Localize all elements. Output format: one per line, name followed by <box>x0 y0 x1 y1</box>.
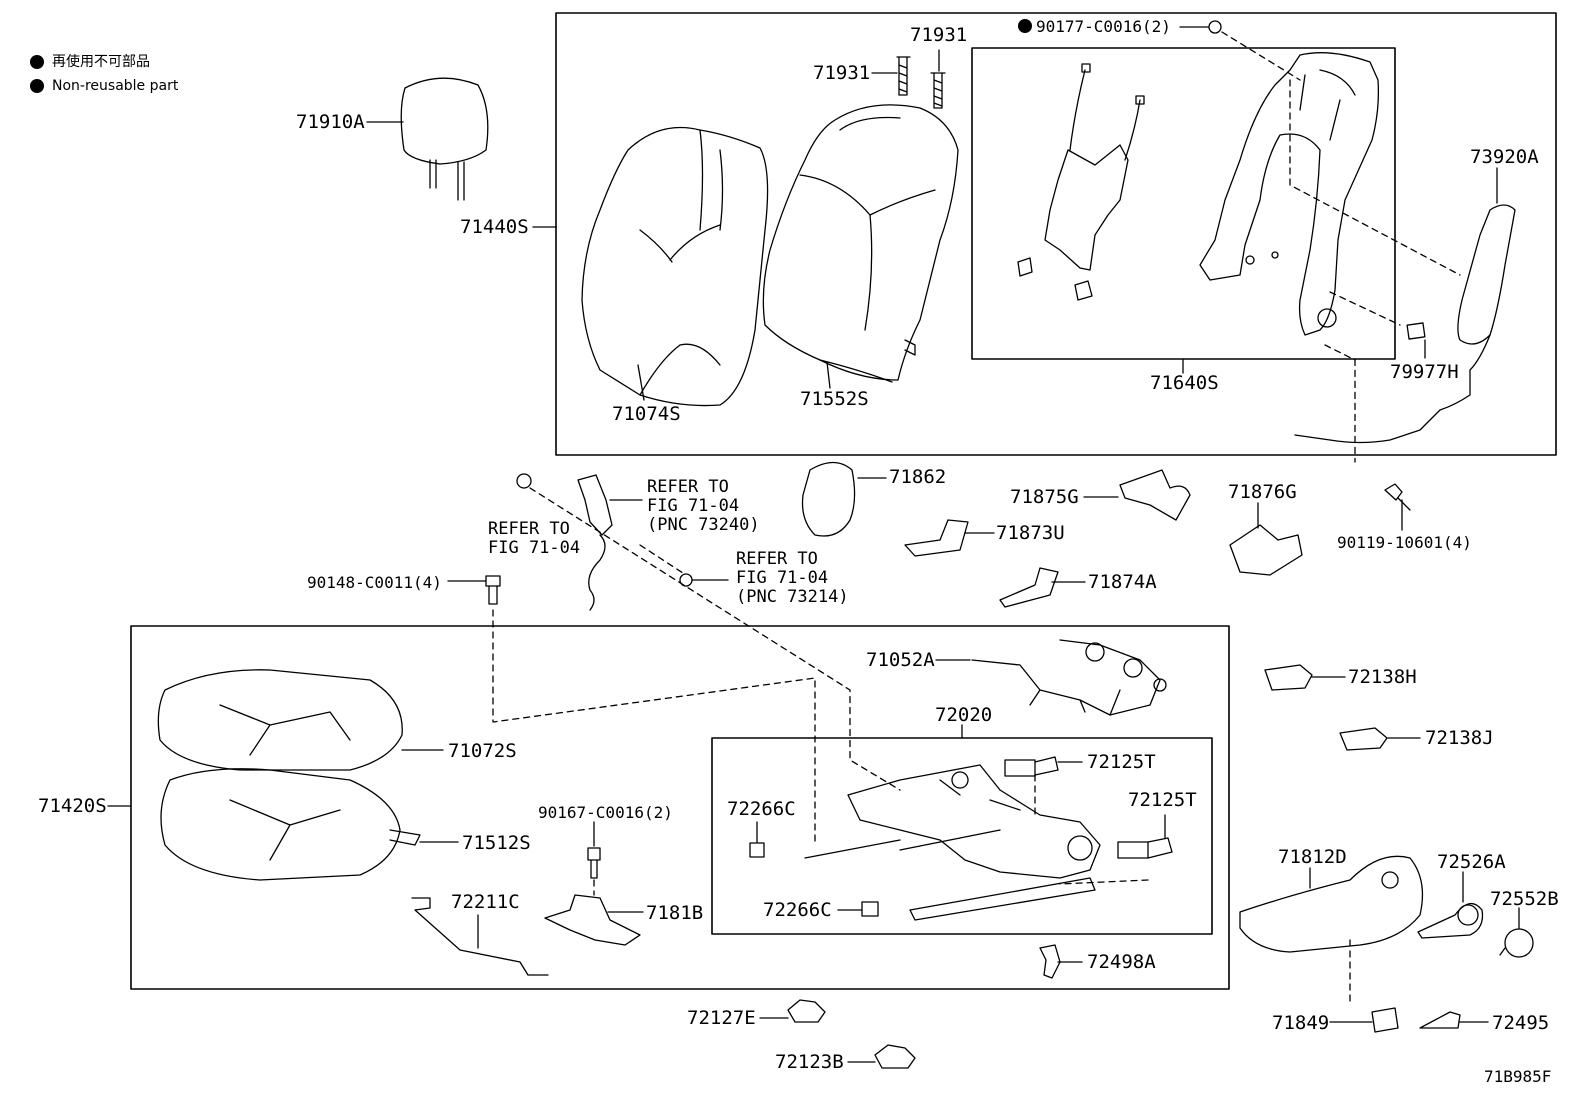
bracket-7181B <box>544 894 641 946</box>
legend-row-jp: 再使用不可部品 <box>30 53 150 71</box>
part-label-71440S: 71440S <box>460 216 529 238</box>
side-shield-71812D <box>1239 855 1424 953</box>
bolt-90167 <box>587 847 601 879</box>
legend-text-en: Non-reusable part <box>52 78 179 94</box>
part-label-72125T-a: 72125T <box>1087 751 1156 773</box>
cushion-group-box <box>130 625 1230 990</box>
cover-72125T-a <box>1004 759 1036 777</box>
part-label-72127E: 72127E <box>687 1007 756 1029</box>
screw-71931-b <box>930 72 946 109</box>
seat-adjuster-72020 <box>804 764 1101 921</box>
leader-71552S <box>826 361 831 389</box>
part-label-71862: 71862 <box>889 466 947 488</box>
part-label-72125T-b: 72125T <box>1128 789 1197 811</box>
part-label-71931-b: 71931 <box>910 24 968 46</box>
clip-72138J <box>1339 727 1388 751</box>
part-label-71876G: 71876G <box>1228 481 1297 503</box>
part-label-71512S: 71512S <box>462 832 531 854</box>
screw-71931-a <box>896 56 911 96</box>
bolt-90148 <box>485 575 501 605</box>
part-label-73920A: 73920A <box>1470 146 1539 168</box>
seatback-group-box <box>555 12 1557 456</box>
part-label-90177-text: 90177-C0016(2) <box>1036 17 1171 36</box>
part-label-72526A: 72526A <box>1437 851 1506 873</box>
part-label-72138J: 72138J <box>1425 727 1494 749</box>
refer-note-73214: REFER TO FIG 71-04 (PNC 73214) <box>736 549 849 607</box>
legend-text-jp: 再使用不可部品 <box>52 54 150 70</box>
bracket-71874A <box>999 567 1059 608</box>
label-79977H-icon <box>1406 322 1426 340</box>
part-label-71931-a: 71931 <box>813 62 871 84</box>
part-label-90177: 90177-C0016(2) <box>1018 17 1171 36</box>
clip-72138H <box>1264 664 1313 691</box>
part-label-72266C-a: 72266C <box>727 798 796 820</box>
part-label-71812D: 71812D <box>1278 846 1347 868</box>
cushion-cover-71512S <box>160 768 421 881</box>
non-reusable-dot-icon <box>30 79 44 93</box>
part-label-79977H: 79977H <box>1390 361 1459 383</box>
leader-71074S <box>637 364 645 401</box>
part-label-71849: 71849 <box>1272 1012 1330 1034</box>
part-label-71640S: 71640S <box>1150 372 1219 394</box>
cover-72266C-a <box>749 842 765 858</box>
lever-72498A <box>1039 944 1061 979</box>
seatback-pad-71074S <box>581 126 769 407</box>
bolt-90177-icon <box>1208 20 1222 34</box>
cover-71862 <box>801 461 856 537</box>
part-label-71875G: 71875G <box>1010 486 1079 508</box>
part-label-71074S: 71074S <box>612 403 681 425</box>
side-airbag-73920A <box>1294 204 1516 444</box>
part-label-90119: 90119-10601(4) <box>1337 533 1472 552</box>
cushion-pad-71072S <box>157 669 403 771</box>
rod-72211C <box>411 897 549 976</box>
part-label-72138H: 72138H <box>1348 666 1417 688</box>
diagram-code: 71B985F <box>1484 1067 1552 1086</box>
part-label-71873U: 71873U <box>996 522 1065 544</box>
part-label-72552B: 72552B <box>1490 888 1559 910</box>
frame-subgroup-box <box>971 47 1396 360</box>
nut-icon <box>516 473 532 489</box>
clip-73214-icon <box>679 573 693 587</box>
cover-72125T-b <box>1117 841 1149 859</box>
bolt-90119 <box>1384 483 1411 511</box>
part-label-72211C: 72211C <box>451 891 520 913</box>
part-label-90167: 90167-C0016(2) <box>538 803 673 822</box>
part-label-71420S: 71420S <box>38 795 107 817</box>
cap-72552B <box>1499 928 1534 958</box>
part-label-71874A: 71874A <box>1088 571 1157 593</box>
lumbar-support-mechanism <box>1017 63 1145 301</box>
part-label-71052A: 71052A <box>866 649 935 671</box>
part-label-72266C-b: 72266C <box>763 899 832 921</box>
clip-72123B <box>874 1044 916 1069</box>
part-label-71072S: 71072S <box>448 740 517 762</box>
part-label-71910A: 71910A <box>296 111 365 133</box>
knob-72526A <box>1417 903 1484 939</box>
part-label-90148: 90148-C0011(4) <box>307 573 442 592</box>
headrest-71910A <box>400 77 489 201</box>
bracket-71873U <box>904 519 969 557</box>
part-label-71552S: 71552S <box>800 388 869 410</box>
part-label-72123B: 72123B <box>775 1051 844 1073</box>
refer-note-fig-71-04: REFER TO FIG 71-04 <box>488 519 581 558</box>
legend-row-en: Non-reusable part <box>30 77 178 95</box>
spring-assembly-71052A <box>971 639 1167 716</box>
non-reusable-dot-icon <box>1018 19 1032 33</box>
non-reusable-dot-icon <box>30 55 44 69</box>
refer-note-73240: REFER TO FIG 71-04 (PNC 73240) <box>647 477 760 535</box>
clip-72127E <box>787 999 826 1023</box>
seatback-frame <box>1199 52 1380 336</box>
cover-72495 <box>1419 1011 1461 1029</box>
part-label-72498A: 72498A <box>1087 951 1156 973</box>
bracket-71875G <box>1119 469 1191 521</box>
part-label-72495: 72495 <box>1492 1012 1550 1034</box>
cover-71849 <box>1371 1007 1399 1033</box>
bracket-71876G <box>1229 524 1303 576</box>
cover-72266C-b <box>861 901 879 917</box>
part-label-72020: 72020 <box>935 704 993 726</box>
seat-belt-buckle <box>577 474 613 611</box>
seatback-cover-71552S <box>762 104 959 383</box>
part-label-7181B: 7181B <box>646 902 704 924</box>
